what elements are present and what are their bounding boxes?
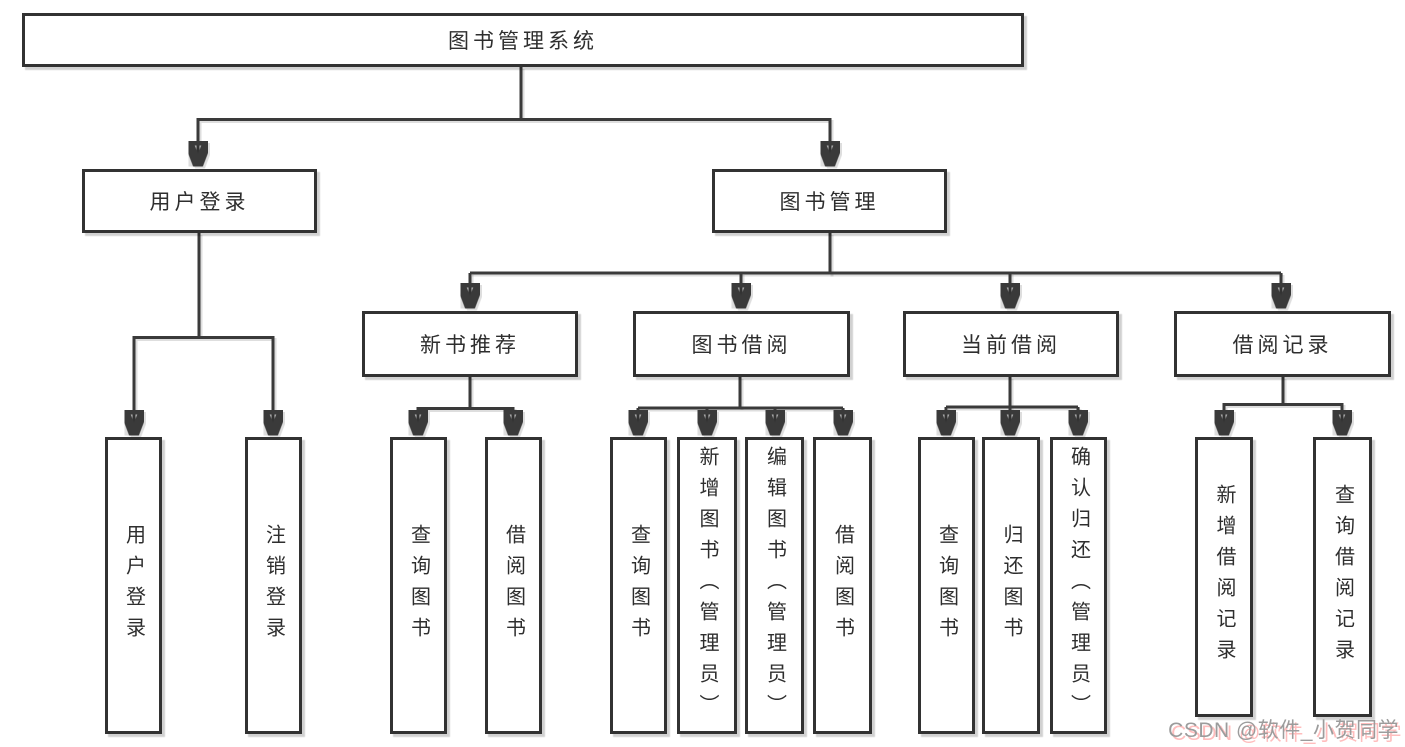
- leaf-add-borrow-record: 新增借阅记录: [1195, 437, 1253, 717]
- node-label: 图书管理系统: [448, 30, 598, 53]
- node-label: 当前借阅: [961, 334, 1061, 357]
- node-new-book-recommendation: 新书推荐: [362, 311, 578, 377]
- node-label: 用户登录: [149, 191, 250, 214]
- node-label: 新书推荐: [420, 334, 520, 357]
- leaf-add-book-admin: 新增图书（管理员）: [677, 437, 737, 734]
- node-label: 查询借阅记录: [1331, 484, 1354, 670]
- leaf-query-books-current: 查询图书: [918, 437, 975, 734]
- node-book-management: 图书管理: [712, 169, 947, 233]
- node-current-borrowing: 当前借阅: [903, 311, 1119, 377]
- leaf-query-borrow-record: 查询借阅记录: [1313, 437, 1372, 717]
- leaf-user-login: 用户登录: [105, 437, 162, 734]
- leaf-borrow-books-recommend: 借阅图书: [485, 437, 542, 734]
- leaf-confirm-return-admin: 确认归还（管理员）: [1050, 437, 1107, 734]
- node-label: 注销登录: [262, 523, 285, 648]
- node-label: 用户登录: [122, 523, 145, 648]
- node-book-borrowing: 图书借阅: [633, 311, 850, 377]
- csdn-watermark: CSDN @软件_小贺同学: [1168, 719, 1399, 742]
- node-label: 新增借阅记录: [1213, 484, 1235, 670]
- node-borrowing-records: 借阅记录: [1174, 311, 1391, 377]
- node-label: 新增图书（管理员）: [696, 446, 718, 725]
- leaf-borrow-books-borrowing: 借阅图书: [813, 437, 872, 734]
- leaf-query-books-recommend: 查询图书: [390, 437, 447, 734]
- node-label: 图书借阅: [691, 334, 792, 357]
- leaf-logout: 注销登录: [245, 437, 302, 734]
- node-label: 查询图书: [935, 523, 958, 648]
- node-label: 查询图书: [627, 523, 650, 648]
- node-label: 借阅图书: [502, 523, 525, 648]
- node-label: 编辑图书（管理员）: [763, 446, 786, 725]
- node-label: 确认归还（管理员）: [1067, 446, 1090, 725]
- leaf-edit-book-admin: 编辑图书（管理员）: [745, 437, 804, 734]
- node-label: 借阅记录: [1232, 334, 1333, 357]
- node-label: 归还图书: [1000, 523, 1022, 648]
- node-label: 查询图书: [407, 523, 430, 648]
- node-label: 图书管理: [779, 191, 880, 214]
- node-label: 借阅图书: [831, 523, 854, 648]
- leaf-return-books: 归还图书: [982, 437, 1040, 734]
- node-library-management-system: 图书管理系统: [22, 13, 1024, 67]
- node-user-login: 用户登录: [82, 169, 317, 233]
- leaf-query-books-borrowing: 查询图书: [610, 437, 667, 734]
